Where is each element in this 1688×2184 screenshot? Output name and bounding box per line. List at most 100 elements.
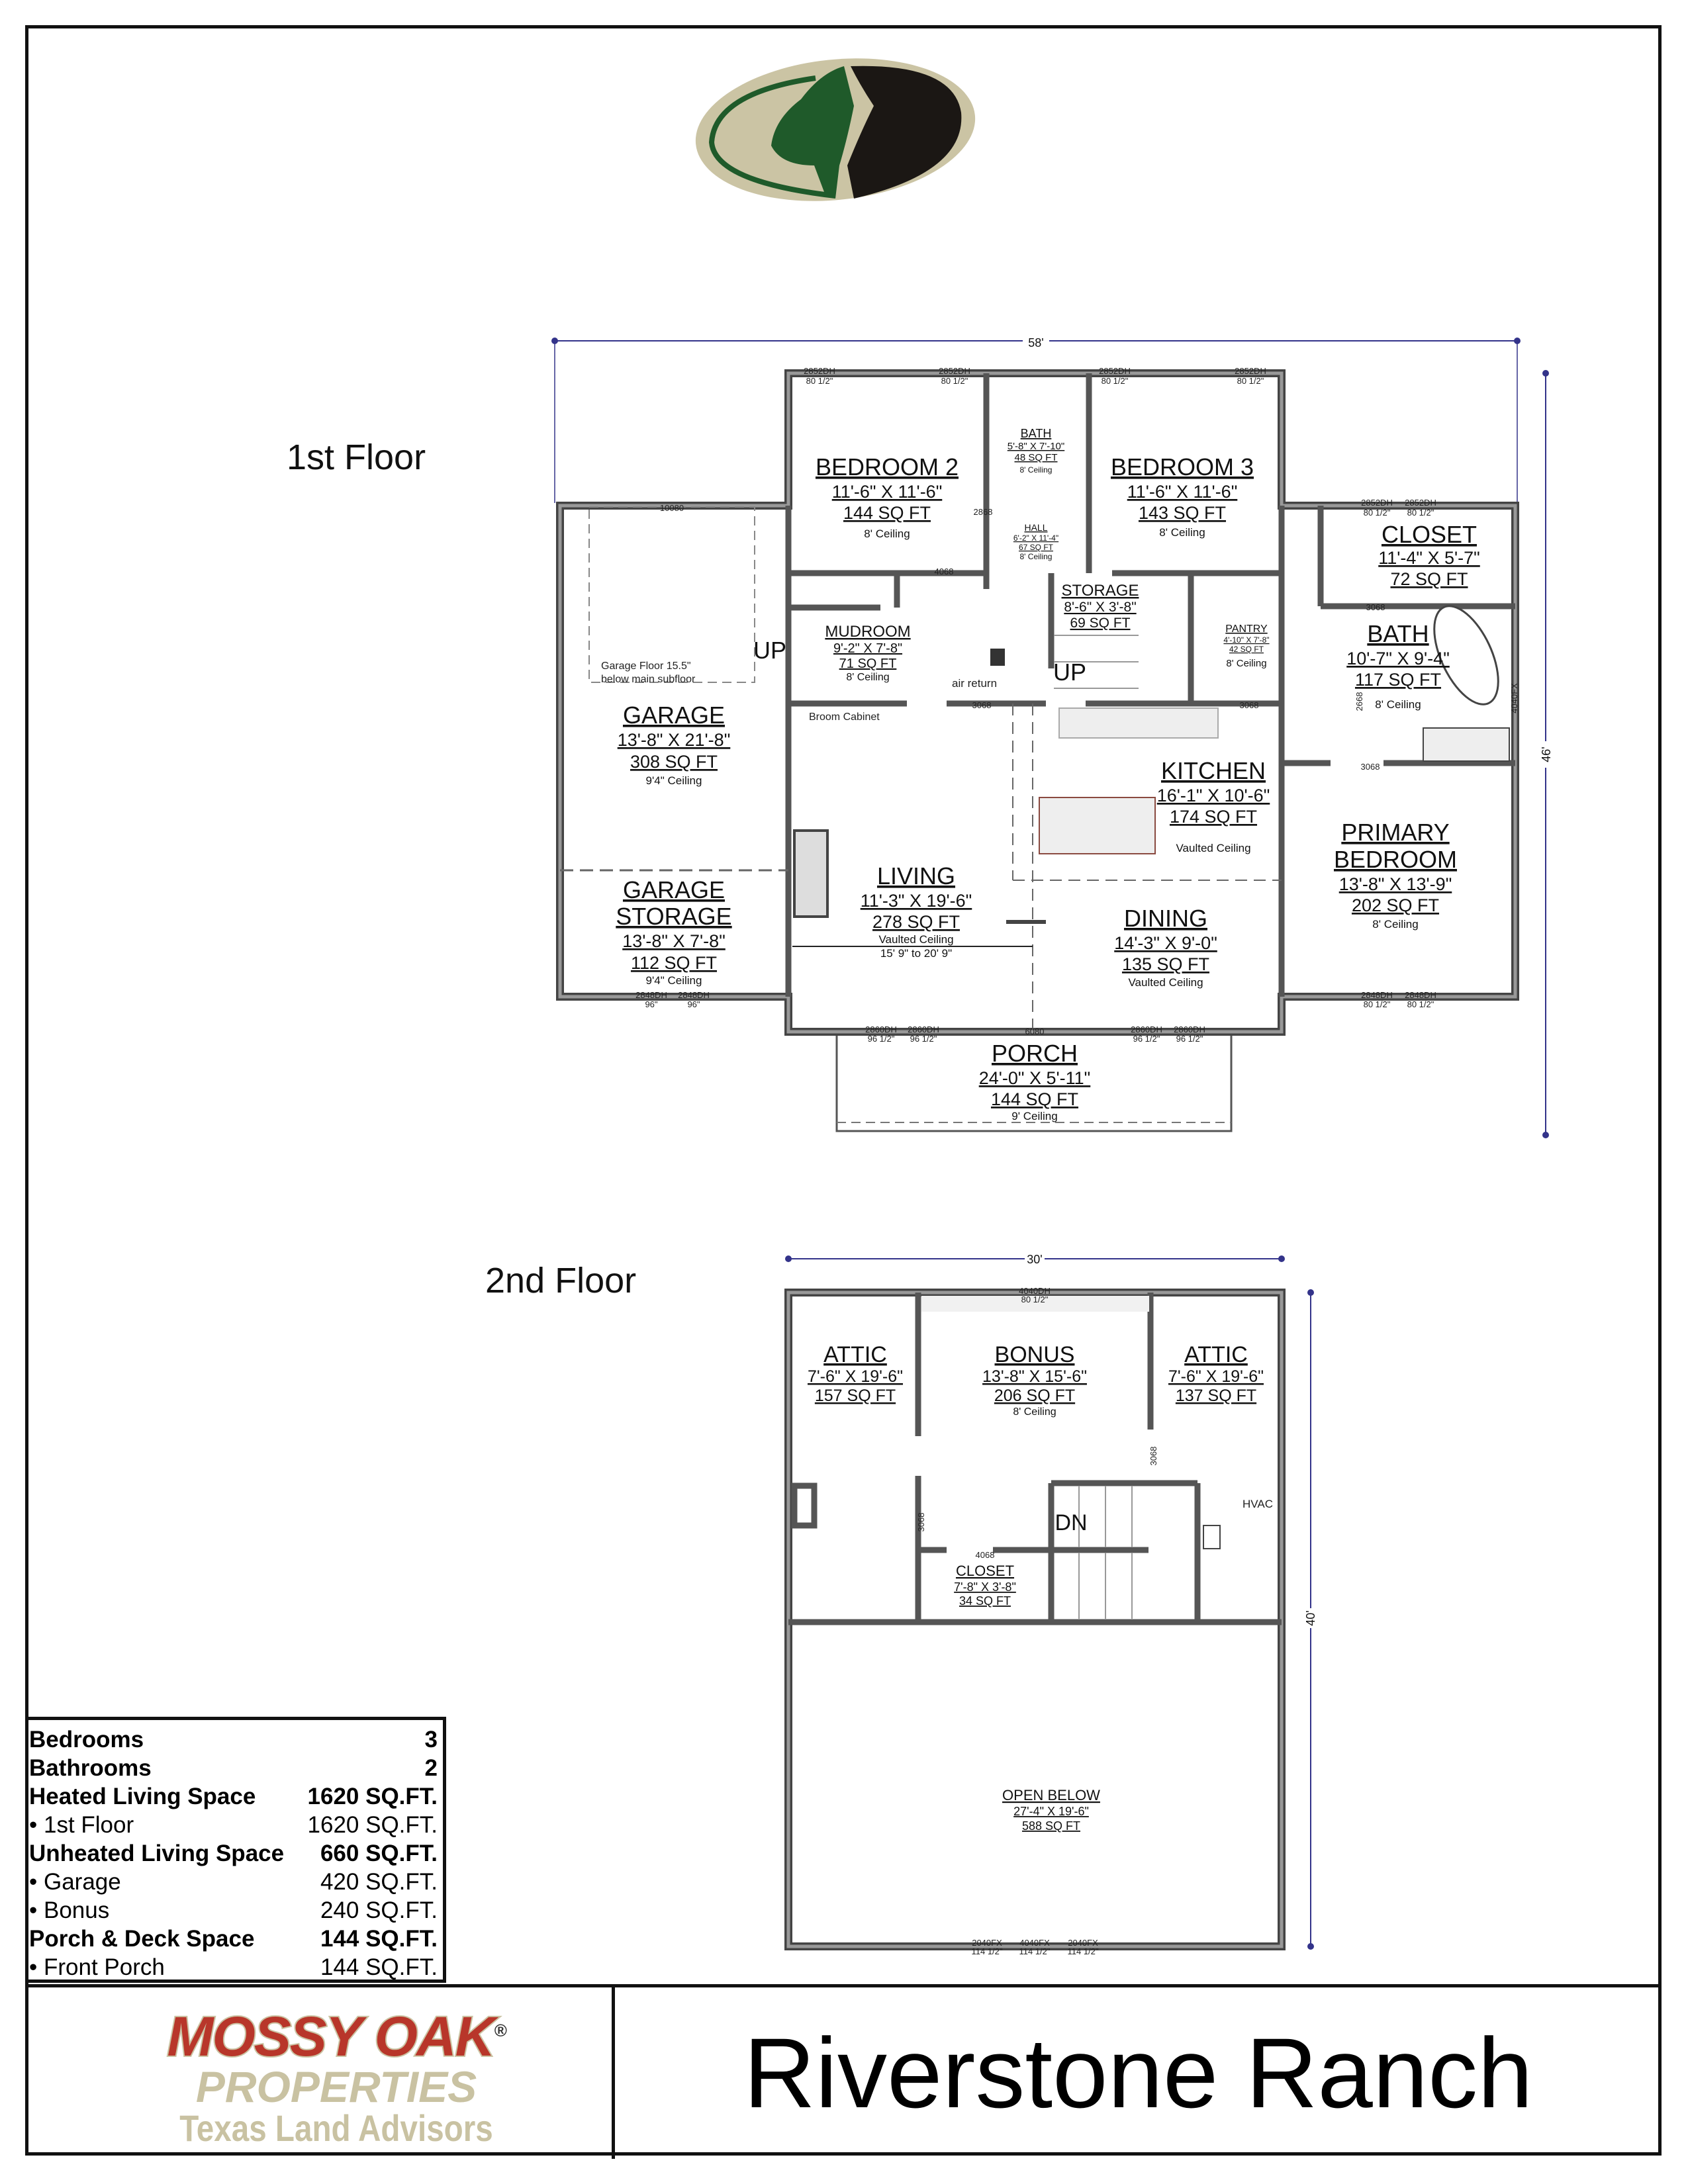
- stats-value: 420 SQ.FT.: [320, 1869, 438, 1895]
- svg-text:3068: 3068: [972, 700, 992, 710]
- room-bedroom-3: BEDROOM 3 11'-6" X 11'-6" 143 SQ FT 8' C…: [1111, 453, 1254, 539]
- room-closet: CLOSET 11'-4" X 5'-7" 72 SQ FT: [1378, 521, 1480, 589]
- brand-line-3: Texas Land Advisors: [179, 2107, 493, 2149]
- room-garage-storage: GARAGE STORAGE 13'-8" X 7'-8" 112 SQ FT …: [616, 876, 731, 987]
- svg-text:4068: 4068: [976, 1550, 995, 1560]
- stats-row: Bathrooms 2: [29, 1754, 438, 1782]
- room-area: 42 SQ FT: [1229, 645, 1264, 654]
- svg-text:2852DH: 2852DH: [939, 366, 970, 376]
- room-area: 174 SQ FT: [1170, 807, 1257, 827]
- room-dims: 6'-2" X 11'-4": [1013, 533, 1058, 543]
- svg-text:80 1/2": 80 1/2": [1237, 376, 1264, 386]
- room-name: OPEN BELOW: [1002, 1787, 1100, 1803]
- stats-label: Heated Living Space: [29, 1784, 256, 1809]
- air-return-note: air return: [952, 677, 997, 690]
- room-area: 112 SQ FT: [631, 953, 717, 973]
- room-ceiling: 8' Ceiling: [1013, 1406, 1056, 1418]
- room-ceiling: 8' Ceiling: [846, 672, 889, 683]
- room-open-below: OPEN BELOW 27'-4" X 19'-6" 588 SQ FT: [1002, 1787, 1100, 1833]
- room-dims: 7'-6" X 19'-6": [808, 1367, 903, 1386]
- svg-text:96": 96": [687, 999, 700, 1009]
- room-dims: 16'-1" X 10'-6": [1157, 786, 1270, 805]
- svg-text:80 1/2": 80 1/2": [1021, 1295, 1049, 1304]
- room-dims: 27'-4" X 19'-6": [1013, 1805, 1089, 1818]
- room-porch: PORCH 24'-0" X 5'-11" 144 SQ FT 9' Ceili…: [979, 1040, 1091, 1122]
- svg-text:96 1/2": 96 1/2": [910, 1034, 937, 1044]
- garage-floor-note: Garage Floor 15.5": [601, 660, 691, 672]
- room-dims: 11'-6" X 11'-6": [832, 482, 943, 502]
- svg-text:114 1/2": 114 1/2": [1067, 1946, 1098, 1956]
- svg-text:2848DH: 2848DH: [1405, 990, 1436, 1000]
- broom-cabinet-note: Broom Cabinet: [809, 711, 880, 723]
- svg-text:2848DH: 2848DH: [678, 990, 710, 1000]
- svg-text:3068: 3068: [1149, 1447, 1158, 1466]
- room-name: PRIMARY: [1341, 819, 1449, 846]
- stats-value: 1620 SQ.FT.: [307, 1784, 438, 1809]
- room-dims: 13'-8" X 15'-6": [982, 1367, 1087, 1386]
- room-closet-upper: CLOSET 7'-8" X 3'-8" 34 SQ FT: [954, 1563, 1016, 1608]
- svg-text:2860DH: 2860DH: [1131, 1024, 1162, 1034]
- room-ceiling: 8' Ceiling: [1226, 658, 1266, 669]
- second-floor-label: 2nd Floor: [485, 1261, 637, 1300]
- svg-text:4068: 4068: [935, 567, 954, 576]
- stats-label: Unheated Living Space: [29, 1841, 285, 1866]
- room-name: GARAGE: [623, 876, 725, 903]
- room-area: 67 SQ FT: [1019, 543, 1054, 552]
- room-ceiling: Vaulted Ceiling: [1176, 842, 1250, 854]
- room-name: PANTRY: [1225, 623, 1268, 635]
- svg-text:10080: 10080: [660, 503, 684, 513]
- room-dims: 13'-8" X 13'-9": [1339, 874, 1452, 894]
- room-dims: 11'-3" X 19'-6": [861, 891, 972, 911]
- room-pantry: PANTRY 4'-10" X 7'-8" 42 SQ FT 8' Ceilin…: [1223, 623, 1269, 669]
- room-dims: 11'-4" X 5'-7": [1378, 548, 1480, 568]
- svg-text:80 1/2": 80 1/2": [1364, 508, 1391, 518]
- room-dims: 10'-7" X 9'-4": [1346, 649, 1450, 668]
- svg-text:3068: 3068: [1361, 762, 1380, 772]
- room-bath: BATH 5'-8" X 7'-10" 48 SQ FT 8' Ceiling: [1008, 427, 1064, 475]
- stats-row: • 1st Floor 1620 SQ.FT.: [29, 1811, 438, 1839]
- svg-text:96": 96": [645, 999, 657, 1009]
- svg-text:114 1/2": 114 1/2": [971, 1946, 1002, 1956]
- stats-value: 1620 SQ.FT.: [307, 1812, 438, 1838]
- room-name: KITCHEN: [1161, 757, 1266, 784]
- room-living: LIVING 11'-3" X 19'-6" 278 SQ FT Vaulted…: [792, 862, 1033, 960]
- room-name: ATTIC: [1184, 1342, 1248, 1367]
- stats-label: • 1st Floor: [29, 1812, 134, 1838]
- room-dims: 8'-6" X 3'-8": [1064, 600, 1136, 615]
- svg-text:2852DH: 2852DH: [804, 366, 835, 376]
- svg-text:3068: 3068: [916, 1513, 926, 1532]
- svg-text:80 1/2": 80 1/2": [1407, 508, 1434, 518]
- stats-label: Bathrooms: [29, 1755, 152, 1781]
- svg-text:2860DH: 2860DH: [1174, 1024, 1205, 1034]
- room-name: ATTIC: [823, 1342, 887, 1367]
- svg-text:96 1/2": 96 1/2": [868, 1034, 895, 1044]
- room-area: 72 SQ FT: [1390, 569, 1468, 589]
- stair-down-label: DN: [1055, 1510, 1087, 1535]
- stats-value: 660 SQ.FT.: [320, 1841, 438, 1866]
- room-bonus: BONUS 13'-8" X 15'-6" 206 SQ FT 8' Ceili…: [982, 1342, 1087, 1418]
- room-name: BEDROOM 2: [816, 453, 959, 480]
- first-floor-label: 1st Floor: [287, 437, 426, 477]
- room-dims: 5'-8" X 7'-10": [1008, 441, 1064, 452]
- room-name: CLOSET: [956, 1563, 1014, 1579]
- depth-dimension: 46': [1540, 747, 1553, 762]
- room-area: 157 SQ FT: [815, 1387, 896, 1405]
- svg-text:4040FX: 4040FX: [1509, 683, 1519, 713]
- stats-value: 2: [424, 1755, 438, 1781]
- stats-value: 144 SQ.FT.: [320, 1954, 438, 1980]
- room-name: STORAGE: [616, 903, 731, 930]
- room-area: 588 SQ FT: [1022, 1819, 1080, 1833]
- stats-label: • Front Porch: [29, 1954, 165, 1980]
- room-area: 135 SQ FT: [1122, 954, 1209, 974]
- svg-text:3068: 3068: [1366, 602, 1385, 612]
- divider: [612, 1987, 615, 2159]
- room-ceiling: 8' Ceiling: [1020, 465, 1053, 475]
- svg-text:96 1/2": 96 1/2": [1176, 1034, 1203, 1044]
- page-frame: [25, 25, 1662, 2156]
- stats-row: Heated Living Space 1620 SQ.FT.: [29, 1782, 438, 1811]
- room-dims: 9'-2" X 7'-8": [833, 641, 902, 656]
